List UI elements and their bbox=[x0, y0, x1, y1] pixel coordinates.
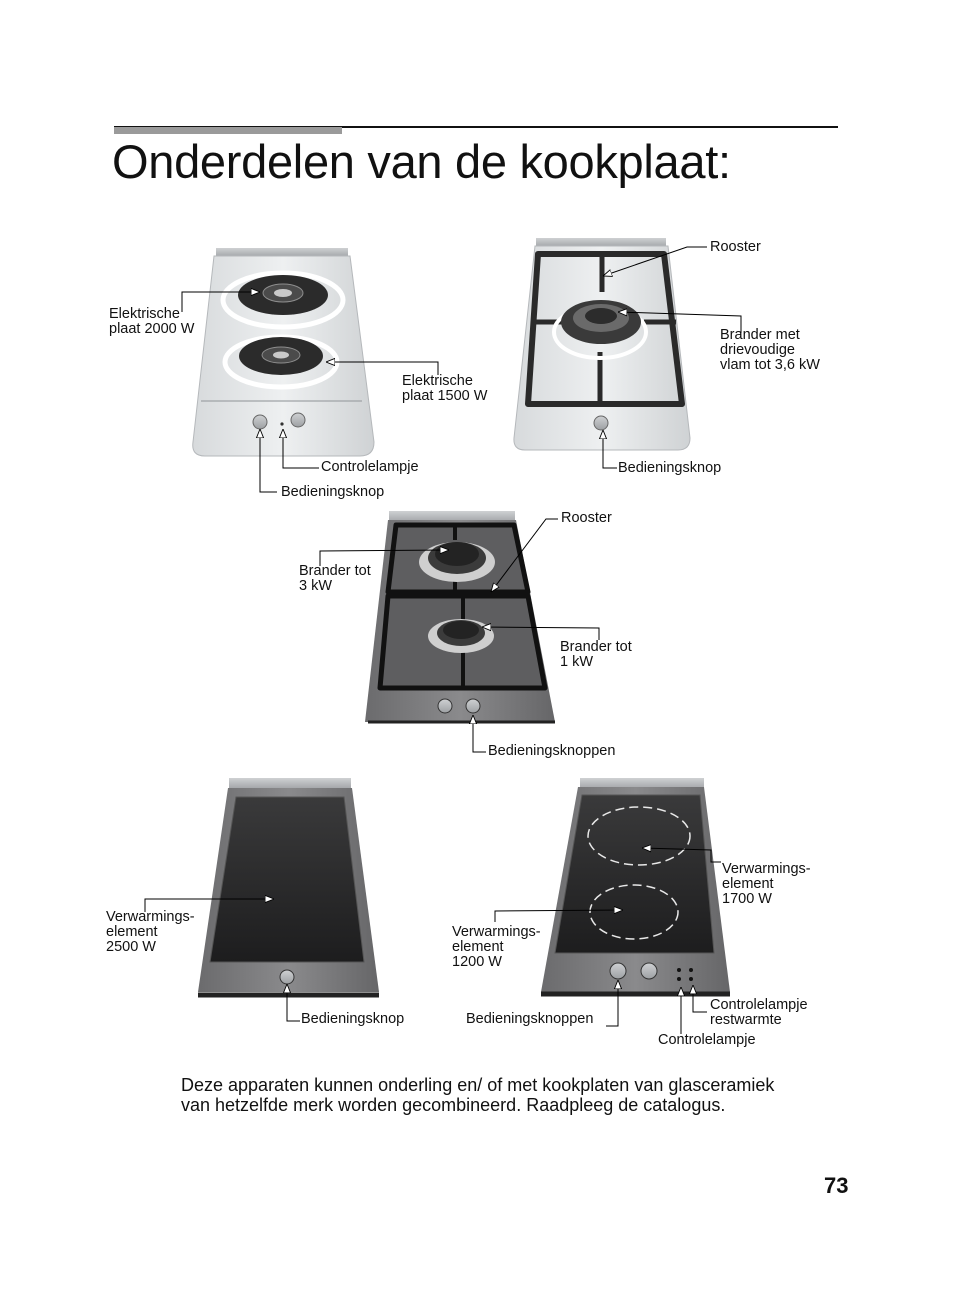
label-bedieningsknoppen: Bedieningsknoppen bbox=[466, 1011, 594, 1027]
page-title: Onderdelen van de kookplaat: bbox=[112, 135, 731, 188]
label-bedieningsknoppen: Bedieningsknoppen bbox=[488, 743, 616, 759]
leader-lines bbox=[144, 246, 742, 1034]
ceramic-double-cooktop bbox=[541, 778, 730, 997]
header-rule bbox=[114, 126, 838, 128]
label-rooster: Rooster bbox=[561, 510, 612, 526]
label-verwarmingselement-1200: Verwarmings- element 1200 W bbox=[452, 924, 541, 970]
gas-wok-cooktop bbox=[513, 238, 691, 451]
gas-two-burner-cooktop bbox=[365, 511, 555, 724]
page-number: 73 bbox=[824, 1173, 849, 1198]
label-bedieningsknop: Bedieningsknop bbox=[281, 484, 385, 500]
label-controlelampje-restwarmte: Controlelampje restwarmte bbox=[710, 997, 808, 1028]
description-paragraph: Deze apparaten kunnen onderling en/ of m… bbox=[181, 1075, 775, 1115]
label-bedieningsknop: Bedieningsknop bbox=[618, 460, 722, 476]
electric-cooktop bbox=[192, 248, 375, 457]
ceramic-single-cooktop bbox=[198, 778, 379, 998]
label-rooster: Rooster bbox=[710, 239, 761, 255]
label-bedieningsknop: Bedieningsknop bbox=[301, 1011, 405, 1027]
label-controlelampje: Controlelampje bbox=[658, 1032, 756, 1048]
label-elektrische-plaat-2000: Elektrische plaat 2000 W bbox=[109, 306, 195, 337]
label-controlelampje: Controlelampje bbox=[321, 459, 419, 475]
label-verwarmingselement-1700: Verwarmings- element 1700 W bbox=[722, 861, 811, 907]
header-accent-bar bbox=[114, 127, 342, 134]
label-brander-drievoudige-vlam: Brander met drievoudige vlam tot 3,6 kW bbox=[720, 327, 820, 373]
label-brander-1kw: Brander tot 1 kW bbox=[560, 639, 632, 670]
label-elektrische-plaat-1500: Elektrische plaat 1500 W bbox=[402, 373, 488, 404]
label-verwarmingselement-2500: Verwarmings- element 2500 W bbox=[106, 909, 195, 955]
label-brander-3kw: Brander tot 3 kW bbox=[299, 563, 371, 594]
